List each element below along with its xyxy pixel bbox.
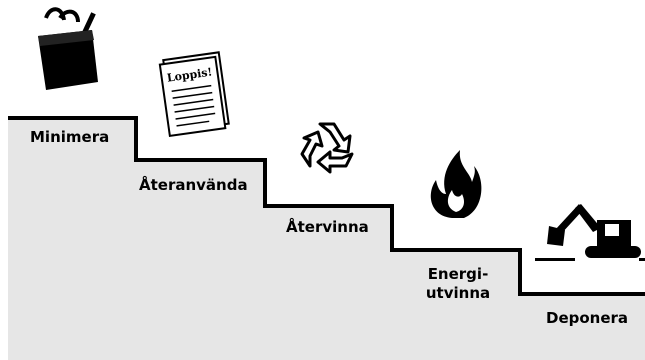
flame-icon — [430, 150, 482, 218]
step-label-minimera: Minimera — [30, 128, 110, 146]
step-label-energiutvinna: Energi- utvinna — [425, 265, 491, 302]
staircase — [8, 118, 645, 360]
shopping-list-icon: Loppis! — [158, 51, 230, 138]
step-label-atervinna: Återvinna — [286, 218, 369, 236]
shopping-list-text: Loppis! — [166, 65, 213, 84]
shopping-bag-icon — [38, 7, 98, 90]
recycle-icon — [300, 122, 354, 174]
staircase-outline — [8, 116, 645, 296]
step-label-deponera: Deponera — [546, 309, 629, 327]
step-label-ateranvanda: Återanvända — [139, 176, 248, 194]
excavator-icon — [535, 204, 645, 261]
